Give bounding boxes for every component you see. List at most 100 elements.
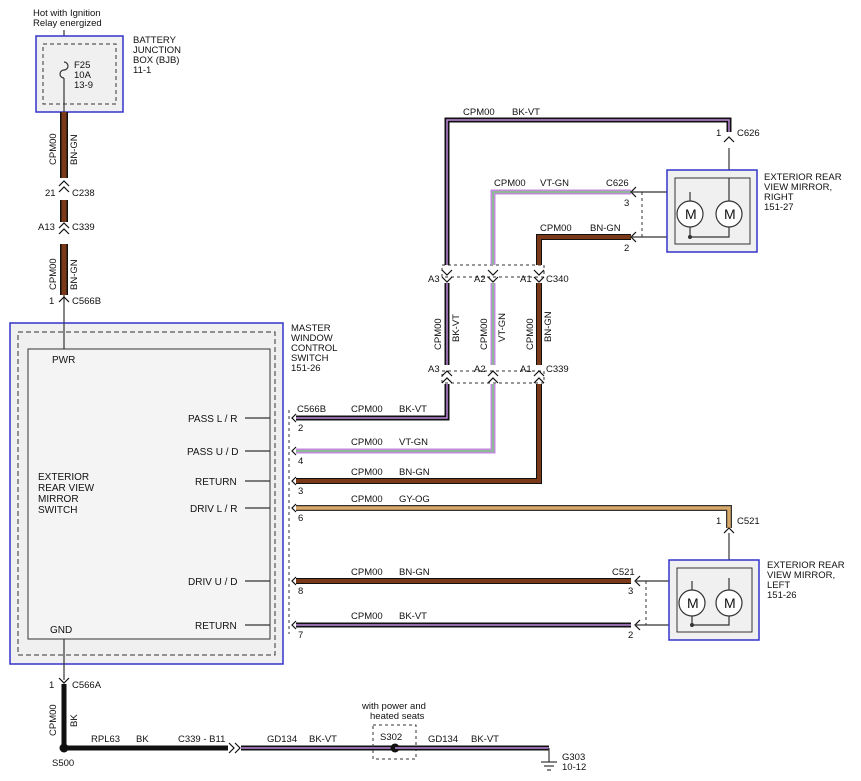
wire-pass-ud [296, 384, 496, 454]
g303-label: G303 [562, 752, 585, 763]
pin2-color: BK-VT [399, 404, 427, 415]
pin6-circuit: CPM00 [351, 494, 383, 505]
c566b-top-pin: 1 [49, 296, 54, 307]
c566b-top-connector-icon [58, 296, 70, 303]
switch-pin-arrows [291, 413, 297, 630]
pin-label-driv-lr: DRIV L / R [190, 504, 237, 515]
pin2-circuit: CPM00 [351, 404, 383, 415]
v1-circuit: CPM00 [433, 318, 444, 350]
pin4-number: 4 [298, 456, 303, 467]
left-low-pin: 2 [628, 630, 633, 641]
pin8-circuit: CPM00 [351, 567, 383, 578]
pin7-circuit: CPM00 [351, 611, 383, 622]
left-mirror-title2: VIEW MIRROR, [767, 570, 835, 581]
c340-arrows [441, 269, 545, 283]
right-mirror-title1: EXTERIOR REAR [764, 172, 842, 183]
right-mirror-title2: VIEW MIRROR, [764, 182, 832, 193]
wire-driv-lr [296, 505, 732, 528]
left-top-conn: C521 [737, 516, 760, 527]
s302-box [372, 724, 417, 760]
power-source-line2: Relay energized [33, 18, 102, 29]
pin2-number: 2 [298, 423, 303, 434]
bjb-title3: BOX (BJB) [133, 55, 179, 66]
v1-color: BK-VT [451, 314, 462, 342]
pin7-number: 7 [298, 630, 303, 641]
left-mirror-inner [676, 567, 753, 633]
feed-circuit-2: CPM00 [48, 258, 59, 290]
pin-leads [245, 417, 270, 626]
switch-title1: MASTER [291, 323, 331, 334]
gd134-2-label: GD134 [428, 734, 458, 745]
left-mid-conn: C521 [612, 567, 635, 578]
left-motor-node [690, 623, 694, 627]
pin-label-return-2: RETURN [195, 621, 237, 632]
c238-connector-icon [58, 180, 70, 193]
c566a-arrow [58, 677, 70, 684]
fuse-cell: 13-9 [74, 80, 93, 91]
right-top-circuit: CPM00 [463, 107, 495, 118]
right-low-pin: 2 [624, 243, 629, 254]
pin8-color: BN-GN [399, 567, 430, 578]
rpl63-color: BK [136, 734, 149, 745]
c566a-label: C566A [72, 680, 102, 691]
wire-right-low [536, 234, 631, 265]
c339-label: C339 [72, 222, 95, 233]
right-mirror-ref: 151-27 [764, 202, 794, 213]
right-top-pin: 1 [716, 128, 721, 139]
pin3-number: 3 [298, 486, 303, 497]
pwr-label: PWR [52, 355, 75, 366]
gnd-color: BK [69, 714, 80, 727]
wire-return-1 [296, 384, 542, 484]
c339-arrows [441, 370, 545, 384]
pin3-circuit: CPM00 [351, 467, 383, 478]
c566b-top-label: C566B [72, 296, 101, 307]
c340-a1: A1 [520, 274, 532, 285]
pin4-circuit: CPM00 [351, 437, 383, 448]
fuse-label: F25 [74, 60, 90, 71]
s302-note2: heated seats [370, 711, 425, 722]
right-low-circuit: CPM00 [540, 223, 572, 234]
gd134-1-label: GD134 [267, 734, 297, 745]
switch-title3: CONTROL [291, 343, 337, 354]
gd134-1-color: BK-VT [309, 734, 337, 745]
gd134-2-color: BK-VT [471, 734, 499, 745]
wire-pass-lr [296, 384, 450, 421]
v3-circuit: CPM00 [525, 318, 536, 350]
left-mirror-title3: LEFT [767, 580, 790, 591]
c566a-pin: 1 [49, 680, 54, 691]
fuse-amps: 10A [74, 70, 92, 81]
bjb-title1: BATTERY [133, 35, 177, 46]
feed-color-1: BN-GN [69, 134, 80, 165]
fuse-icon [59, 61, 69, 79]
right-motor-leads [689, 178, 730, 238]
c339-b11-label: C339 - B11 [178, 734, 225, 745]
right-top-conn: C626 [737, 128, 760, 139]
right-motor-1-label: M [685, 206, 697, 222]
left-motor-leads [691, 578, 730, 626]
s302-label: S302 [380, 732, 402, 743]
c340-a2: A2 [474, 274, 486, 285]
switch-ref: 151-26 [291, 363, 321, 374]
s500-label: S500 [52, 758, 74, 769]
right-motor-2-label: M [724, 206, 736, 222]
s302-note1: with power and [361, 701, 426, 712]
v3-color: BN-GN [543, 311, 554, 342]
c339-a1: A1 [520, 364, 532, 375]
pin-label-pass-lr: PASS L / R [188, 414, 237, 425]
right-mirror-inner [674, 177, 751, 245]
inner-title3: MIRROR [38, 494, 79, 505]
c626-top-arrow [723, 136, 735, 143]
c238-pin: 21 [45, 188, 56, 199]
pin-label-return-1: RETURN [195, 477, 237, 488]
right-low-color: BN-GN [590, 223, 621, 234]
v2-color: VT-GN [497, 313, 508, 342]
rpl63-label: RPL63 [91, 734, 120, 745]
switch-title4: SWITCH [291, 353, 329, 364]
pin4-color: VT-GN [399, 437, 428, 448]
right-conn-arrows [630, 186, 637, 243]
left-top-pin: 1 [716, 516, 721, 527]
right-top-color: BK-VT [512, 107, 540, 118]
bjb-inner-box [42, 43, 117, 105]
